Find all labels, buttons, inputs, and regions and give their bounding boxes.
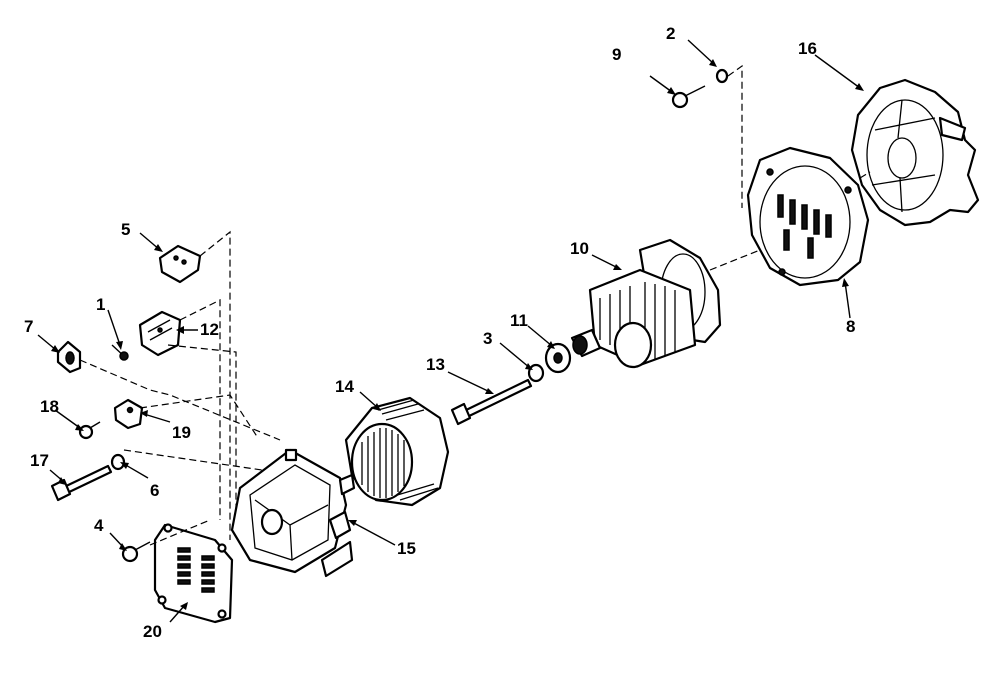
callout-17: 17 (30, 451, 49, 470)
part-16-end-bell (850, 78, 980, 227)
part-10-rotor (570, 238, 722, 369)
part-20-end-cover (153, 523, 234, 624)
part-4-screw (121, 541, 151, 563)
part-6-washer (110, 453, 126, 471)
part-14-stator (344, 396, 450, 507)
part-1-screw (111, 344, 129, 361)
callout-9: 9 (612, 45, 622, 64)
part-3-lock-washer (527, 363, 545, 383)
part-5-cap (158, 244, 202, 284)
callout-10: 10 (570, 239, 589, 258)
part-19-block (113, 398, 144, 430)
part-12-brush-holder (138, 310, 182, 357)
callout-16: 16 (798, 39, 817, 58)
callout-4: 4 (94, 516, 104, 535)
callout-18: 18 (40, 397, 59, 416)
part-15-brush-housing (230, 448, 356, 578)
callout-20: 20 (143, 622, 162, 641)
part-2-washer (715, 68, 729, 84)
callout-5: 5 (121, 220, 131, 239)
callout-6: 6 (150, 481, 160, 500)
callout-3: 3 (483, 329, 493, 348)
callout-19: 19 (172, 423, 191, 442)
leader-lines (37, 39, 864, 623)
callout-8: 8 (846, 317, 856, 336)
callout-11: 11 (510, 311, 528, 330)
callout-7: 7 (24, 317, 34, 336)
part-8-housing (746, 146, 870, 287)
callout-1: 1 (96, 295, 106, 314)
assembly-guide-lines (79, 64, 871, 546)
callout-14: 14 (335, 377, 354, 396)
callout-15: 15 (397, 539, 416, 558)
callout-13: 13 (426, 355, 445, 374)
part-7-clip (56, 340, 82, 374)
callout-12: 12 (200, 320, 219, 339)
part-11-washer (544, 342, 572, 374)
callout-2: 2 (666, 24, 676, 43)
part-13-through-bolt (450, 378, 533, 426)
part-18-screw (78, 421, 101, 440)
part-17-bolt (50, 464, 113, 502)
part-9-screw (671, 85, 706, 109)
